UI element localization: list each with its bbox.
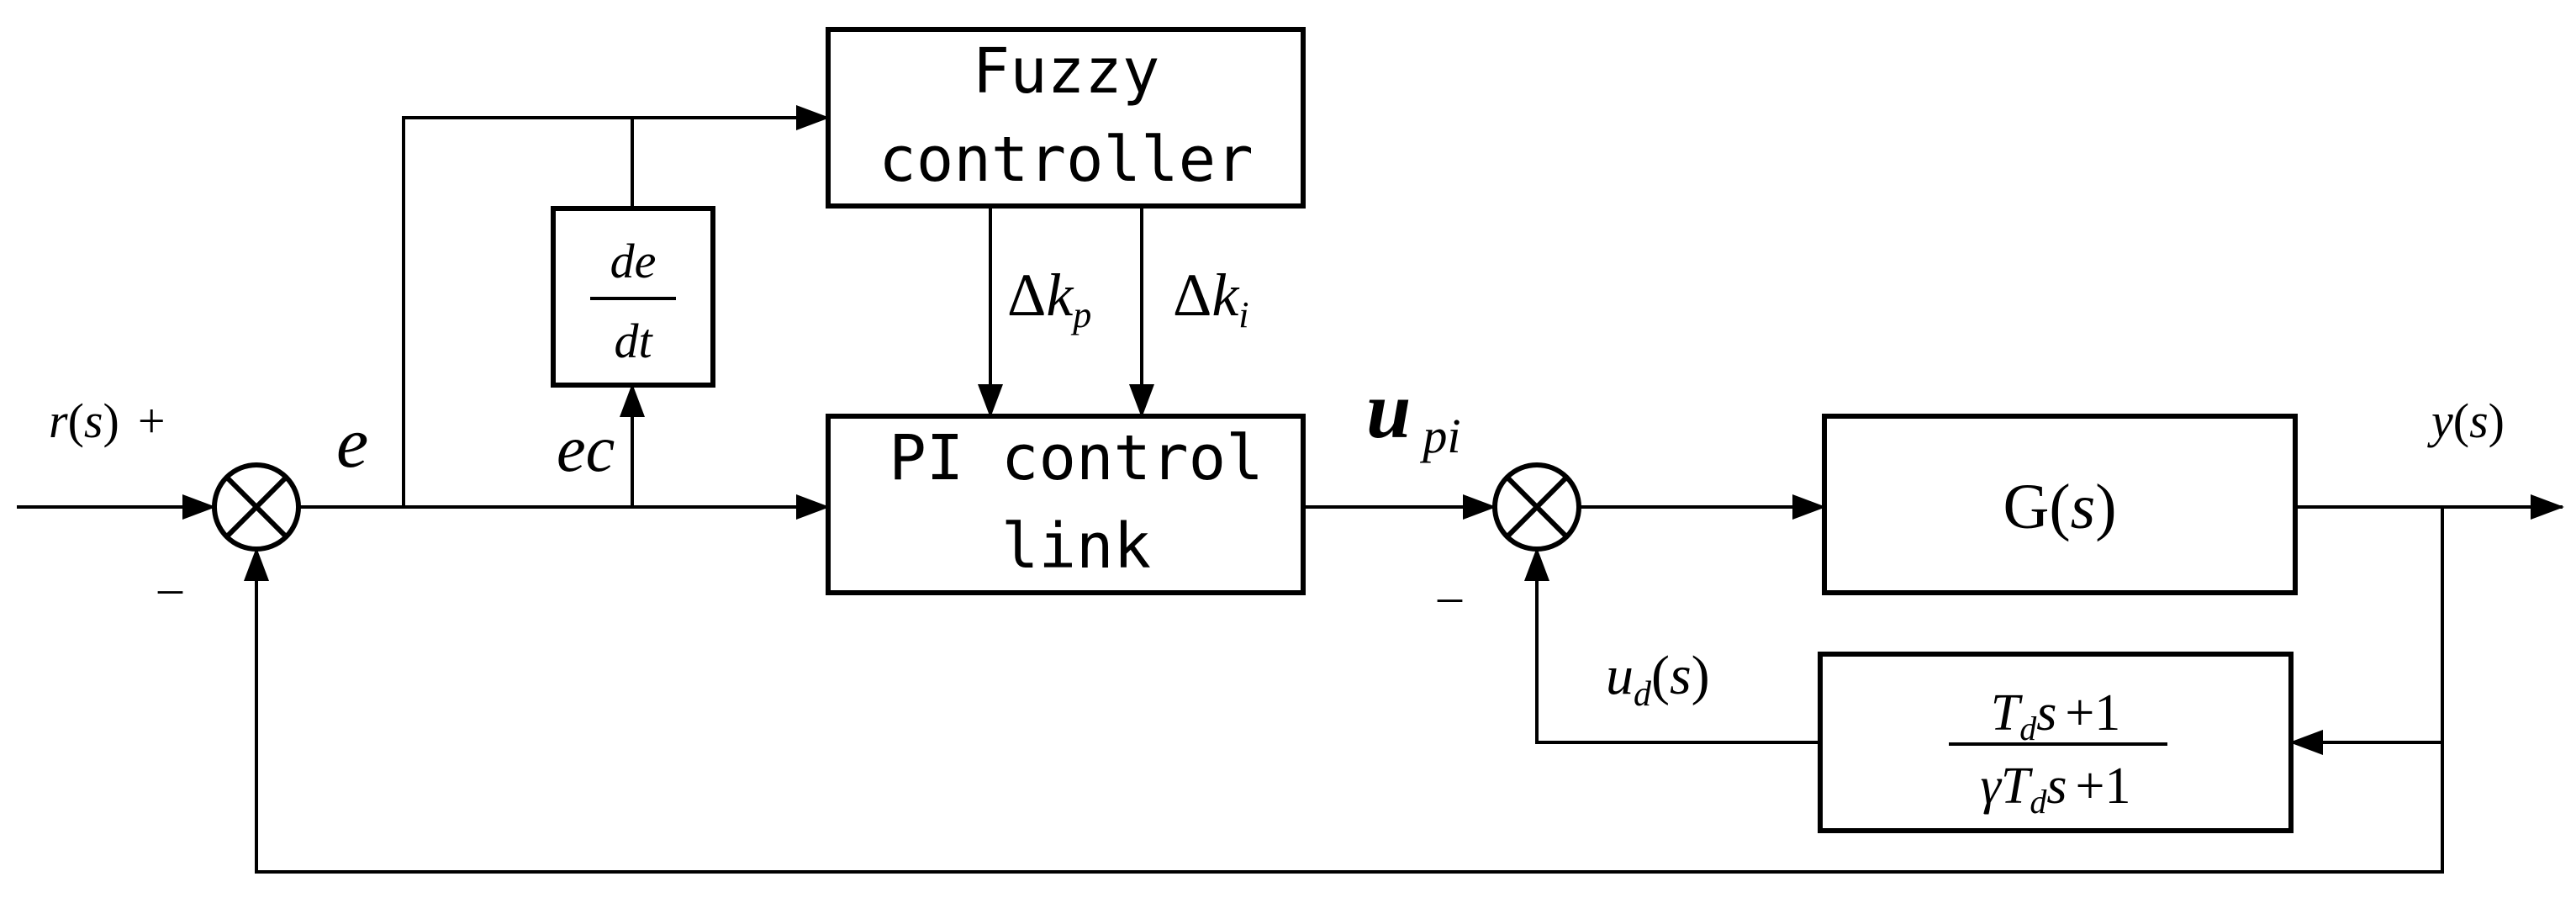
output-to-filter-wire bbox=[2289, 507, 2444, 755]
delta-kp-label: Δkp bbox=[1007, 261, 1091, 335]
pi-control-link-block bbox=[826, 414, 1306, 595]
derivative-denominator: dt bbox=[614, 314, 653, 368]
fuzzy-controller-block bbox=[826, 27, 1306, 209]
plant-label: G(s) bbox=[2003, 472, 2116, 542]
minus-sign-2: – bbox=[1437, 568, 1463, 623]
reference-input-label: r(s)+ bbox=[49, 393, 166, 448]
minus-sign-1: – bbox=[157, 560, 183, 615]
summing-junction-1 bbox=[212, 462, 301, 552]
error-to-fuzzy-wire bbox=[402, 105, 830, 507]
error-change-label: ec bbox=[557, 412, 615, 485]
output-y-label: y(s) bbox=[2427, 393, 2505, 448]
ud-feedback-label: ud(s) bbox=[1606, 645, 1710, 714]
pi-label-line2: link bbox=[1001, 510, 1151, 583]
ud-feedback-wire bbox=[1524, 547, 1820, 744]
error-label: e bbox=[336, 402, 368, 483]
fuzzy-label-line2: controller bbox=[879, 124, 1254, 196]
filter-numerator: Tds+1 bbox=[1991, 684, 2121, 747]
outer-feedback-wire bbox=[244, 547, 2444, 874]
plant-g-block bbox=[1822, 414, 2298, 595]
fuzzy-label-line1: Fuzzy bbox=[973, 35, 1160, 108]
derivative-numerator: de bbox=[610, 234, 657, 288]
pi-label-line1: PI control bbox=[889, 422, 1264, 494]
filter-denominator: γTds+1 bbox=[1980, 758, 2130, 821]
summing-junction-2 bbox=[1492, 462, 1581, 552]
delta-ki-label: Δki bbox=[1173, 261, 1249, 335]
